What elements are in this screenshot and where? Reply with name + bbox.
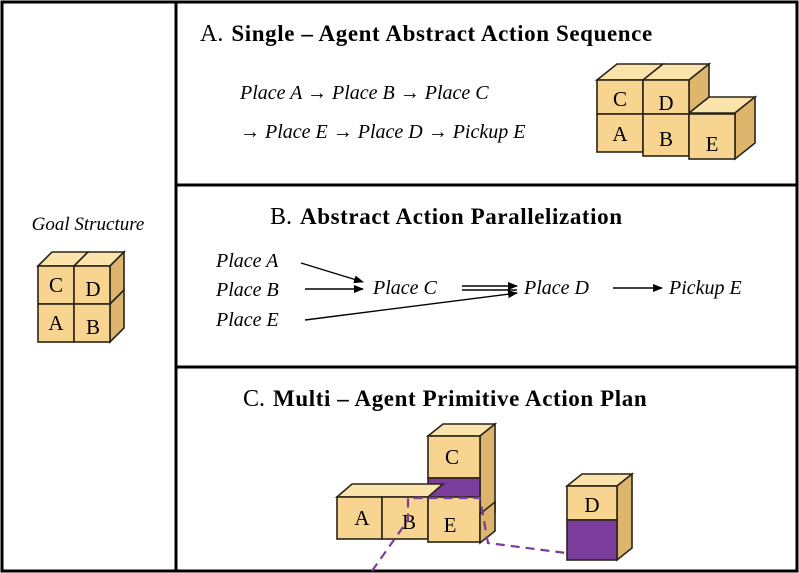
- panel-c-title: C. Multi – Agent Primitive Action Plan: [243, 386, 647, 412]
- node-place-c: Place C: [372, 277, 438, 299]
- panel-b-arrows: [300, 262, 663, 321]
- agent-paths: [371, 496, 567, 572]
- panel-c-block-e: E: [444, 513, 457, 537]
- arrow-place-a-to-place-c: [300, 262, 364, 284]
- node-place-d: Place D: [523, 277, 590, 299]
- goal-block-c: C: [49, 273, 63, 297]
- goal-block-b: B: [86, 315, 100, 339]
- panel-a-blocks: C D A B E: [594, 62, 758, 161]
- panel-c-blocks: A B E C D: [334, 422, 635, 562]
- panel-c-block-d: D: [584, 493, 599, 517]
- panel-c-block-c: C: [445, 445, 459, 469]
- panel-a-block-e: E: [706, 132, 719, 156]
- goal-block-d: D: [85, 277, 100, 301]
- agent-path-1: [371, 496, 567, 572]
- panel-c-letter: C.: [243, 386, 265, 412]
- node-place-a: Place A: [215, 250, 279, 272]
- node-place-b: Place B: [215, 279, 279, 301]
- panel-c-block-b: B: [402, 510, 416, 534]
- panel-b-title: B. Abstract Action Parallelization: [270, 204, 623, 230]
- panel-a-sequence-line-1: Place A → Place B → Place C: [239, 82, 489, 104]
- panel-a-block-b: B: [659, 127, 673, 151]
- goal-structure-label: Goal Structure: [32, 214, 145, 235]
- goal-block-a: A: [48, 311, 64, 335]
- panel-c-block-a: A: [354, 506, 370, 530]
- arrow-place-e-to-place-d: [304, 290, 518, 321]
- panel-b-letter: B.: [270, 204, 292, 230]
- node-place-e: Place E: [215, 309, 279, 331]
- panel-a-letter: A.: [200, 21, 223, 47]
- node-pickup-e: Pickup E: [668, 277, 742, 299]
- panel-a-title: A. Single – Agent Abstract Action Sequen…: [200, 21, 653, 47]
- panel-a-block-d: D: [658, 91, 673, 115]
- panel-c-title-text: Multi – Agent Primitive Action Plan: [273, 386, 647, 411]
- goal-structure-blocks: C D A B: [36, 250, 126, 344]
- panel-a-sequence-line-2: → Place E → Place D → Pickup E: [240, 121, 525, 143]
- panel-a-block-c: C: [613, 87, 627, 111]
- panel-a-title-text: Single – Agent Abstract Action Sequence: [231, 21, 652, 46]
- panel-a-block-a: A: [612, 122, 628, 146]
- panel-b-title-text: Abstract Action Parallelization: [300, 204, 623, 229]
